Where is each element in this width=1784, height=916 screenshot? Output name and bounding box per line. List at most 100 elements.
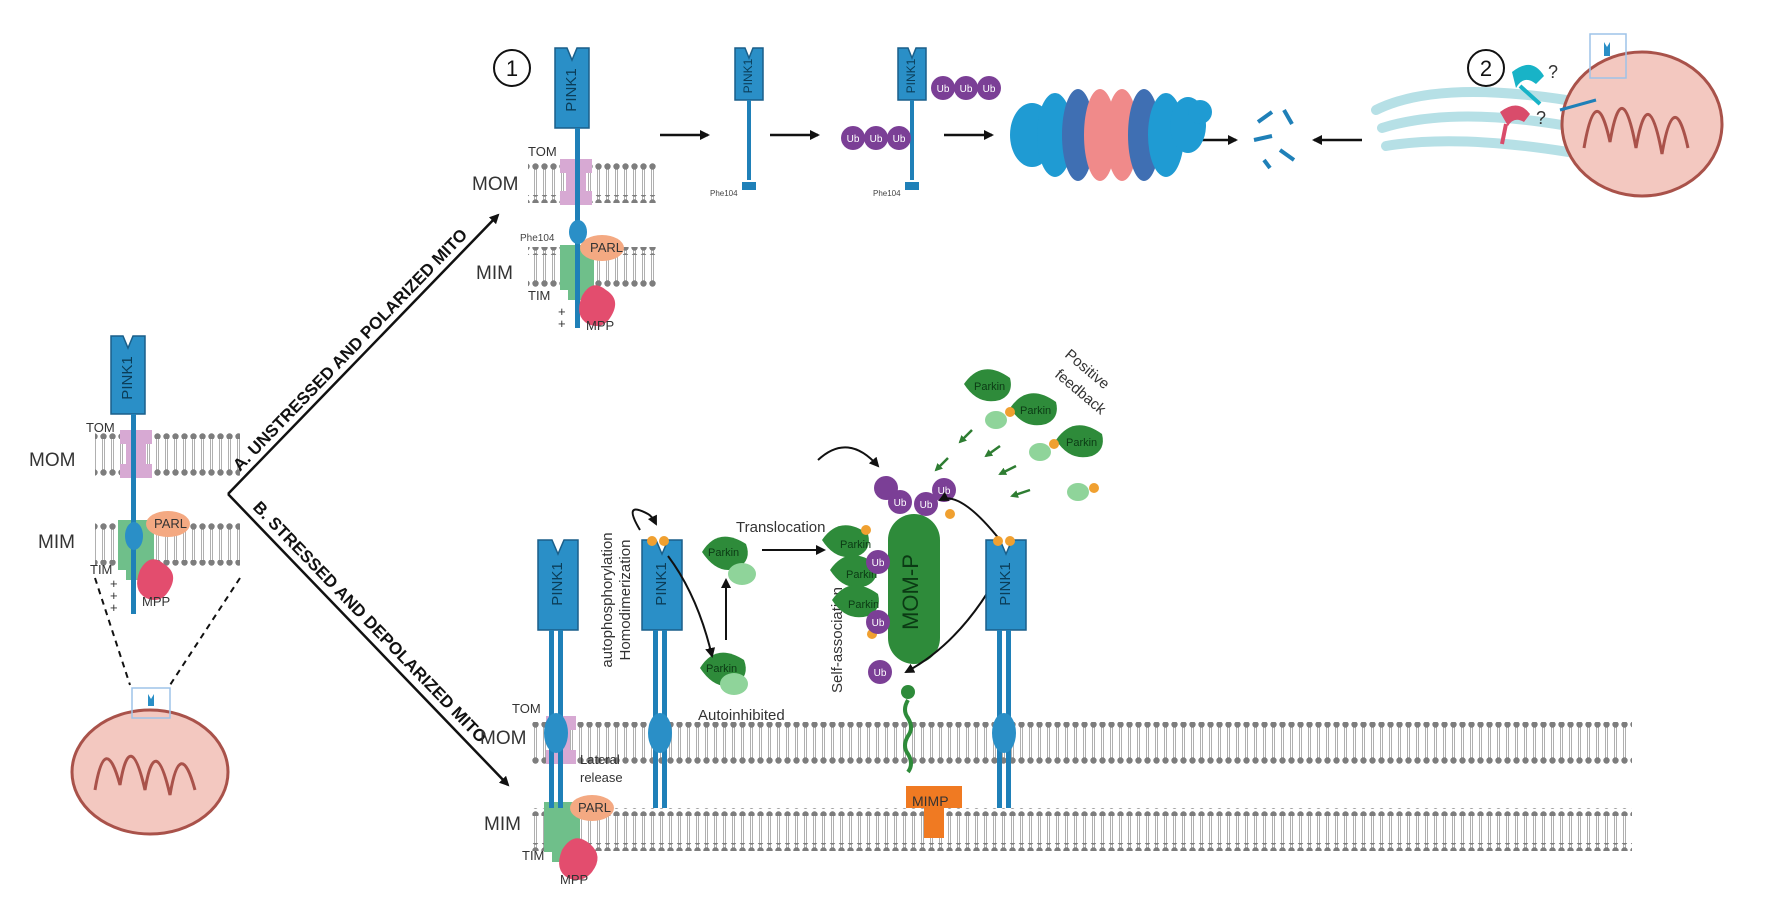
top-parl (580, 235, 624, 261)
svg-text:Ub: Ub (893, 134, 906, 145)
top-mpp (579, 285, 616, 326)
svg-text:MOM-P: MOM-P (898, 554, 923, 630)
top-tim-label: TIM (528, 288, 550, 303)
svg-text:+: + (110, 576, 118, 591)
proteasome (1010, 89, 1212, 181)
top-mim-label: MIM (476, 263, 513, 284)
left-mpp-label: MPP (142, 594, 170, 609)
translocation-label: Translocation (736, 519, 826, 536)
top-phe104-label: Phe104 (520, 233, 555, 244)
svg-text:+: + (110, 588, 118, 603)
svg-text:+: + (558, 316, 566, 331)
bottom-mim-membrane (532, 808, 1632, 851)
self-association-label: Self-association (829, 587, 846, 693)
top-mpp-label: MPP (586, 318, 614, 333)
svg-text:PINK1: PINK1 (549, 562, 566, 605)
mimp-protein: MIMP (906, 786, 962, 838)
lateral-release-label-2: release (580, 770, 623, 785)
top-mitochondrion-icon (1559, 33, 1724, 198)
left-tim-label: TIM (90, 562, 112, 577)
top-charge-column: + + (558, 304, 566, 331)
left-mom-label: MOM (29, 450, 75, 471)
bottom-mom-label: MOM (480, 728, 526, 749)
bottom-mim-label: MIM (484, 814, 521, 835)
left-zoom-line-1 (94, 577, 131, 686)
left-pink1-label: PINK1 (119, 356, 136, 399)
parkin-autoinhibited: Parkin (700, 652, 748, 695)
arrow-to-pathway-b (227, 493, 510, 787)
er-pink1-variants: ? ? (1500, 62, 1558, 145)
ub-chain-right: Ub Ub Ub (931, 76, 1001, 100)
svg-text:PINK1: PINK1 (997, 562, 1014, 605)
step-marker-2-text: 2 (1480, 56, 1492, 81)
cleaved-pink1: PINK1 Phe104 (710, 47, 764, 198)
svg-text:Ub: Ub (938, 486, 951, 497)
left-pink1-bulge (125, 522, 143, 550)
top-pink1-bulge (569, 220, 587, 244)
branch-arrows: A. UNSTRESSED AND POLARIZED MITO B. STRE… (227, 213, 510, 787)
parkin-active: Parkin (702, 536, 756, 585)
svg-text:PINK1: PINK1 (653, 562, 670, 605)
bottom-pink1-2: PINK1 (641, 536, 683, 808)
svg-text:Phe104: Phe104 (873, 189, 901, 198)
pathway-a-panel: 1 MOM MIM TOM TIM Phe104 PARL PINK1 MPP (472, 33, 1724, 333)
svg-text:Ub: Ub (983, 84, 996, 95)
svg-text:Ub: Ub (872, 558, 885, 569)
mom-p-protein: MOM-P (888, 514, 940, 774)
svg-text:PINK1: PINK1 (904, 58, 918, 93)
bottom-pink1-3: PINK1 (985, 536, 1027, 808)
svg-text:Parkin: Parkin (708, 547, 739, 559)
bottom-tim-label: TIM (522, 848, 544, 863)
svg-text:Ub: Ub (872, 618, 885, 629)
bottom-parl (570, 795, 614, 821)
svg-text:Ub: Ub (874, 668, 887, 679)
ub-chain-left: Ub Ub Ub (841, 126, 911, 150)
pathway-a-label: A. UNSTRESSED AND POLARIZED MITO (229, 225, 471, 475)
feedback-arrow-right (938, 491, 1001, 541)
bottom-parl-label: PARL (578, 800, 611, 815)
step-marker-1-text: 1 (506, 56, 518, 81)
svg-text:Ub: Ub (894, 498, 907, 509)
er-question-2: ? (1536, 108, 1546, 128)
svg-text:PINK1: PINK1 (741, 58, 755, 93)
feedback-arrow-top (817, 446, 880, 468)
svg-text:Parkin: Parkin (840, 539, 871, 551)
feedback-green-arrows (934, 429, 1031, 498)
svg-text:Parkin: Parkin (846, 569, 877, 581)
svg-text:Parkin: Parkin (848, 599, 879, 611)
top-mom-label: MOM (472, 174, 518, 195)
svg-text:Parkin: Parkin (1020, 405, 1051, 417)
left-tom-label: TOM (86, 420, 115, 435)
bottom-mpp (559, 838, 598, 880)
pathway-b-panel: MOM MIM TOM TIM PARL MPP Lateral release… (480, 346, 1632, 887)
top-parl-label: PARL (590, 240, 623, 255)
bottom-pink1-1: PINK1 (537, 539, 579, 808)
top-pink1-label: PINK1 (563, 68, 580, 111)
bottom-mpp-label: MPP (560, 872, 588, 887)
bottom-mom-membrane (532, 722, 1632, 765)
svg-text:Ub: Ub (847, 134, 860, 145)
top-tom-label: TOM (528, 144, 557, 159)
svg-text:Ub: Ub (960, 84, 973, 95)
left-parl (146, 511, 190, 537)
positive-feedback-parkins: Parkin Parkin Parkin (964, 369, 1103, 501)
left-pink1-stem (131, 414, 136, 614)
svg-text:Parkin: Parkin (706, 663, 737, 675)
svg-text:Parkin: Parkin (1066, 437, 1097, 449)
ub-cluster: Ub Ub Ub Ub Ub Ub (866, 476, 956, 684)
arrow-to-pathway-a (227, 213, 500, 495)
ubiquitinated-pink1: PINK1 Phe104 Ub Ub Ub Ub Ub Ub (841, 47, 1001, 198)
pathway-b-label: B. STRESSED AND DEPOLARIZED MITO (249, 498, 490, 747)
svg-text:MIMP: MIMP (912, 793, 949, 809)
step-marker-2 (1467, 49, 1505, 87)
left-mim-label: MIM (38, 532, 75, 553)
top-pink1-head (554, 47, 590, 129)
autophos-arrow (631, 508, 657, 531)
step-marker-1 (493, 49, 531, 87)
bottom-tom-label: TOM (512, 701, 541, 716)
left-parl-label: PARL (154, 516, 187, 531)
degraded-fragments (1253, 109, 1296, 170)
svg-text:Ub: Ub (937, 84, 950, 95)
left-charge-column: + + + (110, 576, 118, 615)
svg-text:+: + (110, 600, 118, 615)
